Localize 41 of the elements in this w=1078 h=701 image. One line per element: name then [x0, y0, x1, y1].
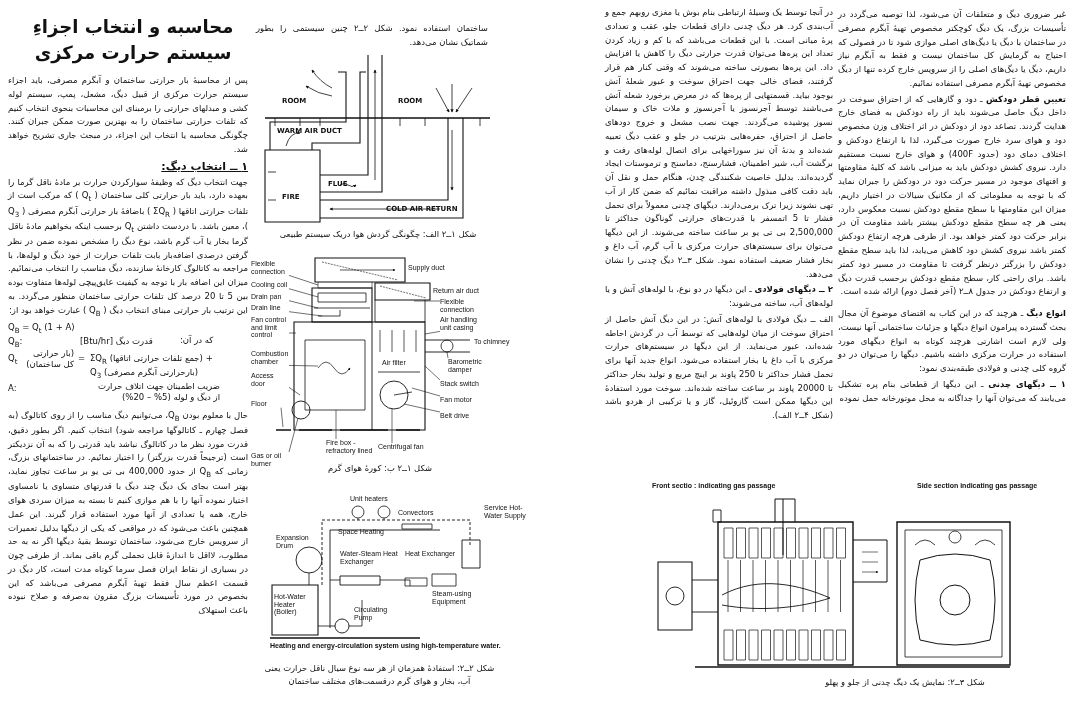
- leader-line: [288, 332, 297, 334]
- paragraph: تعیین قطر دودکش ـ دود و گازهایی که از احتراق سوخت در داخل دیگ حاصل می‌شوند باید از راه دودکش به فضای خارج هدایت گردند. تصاعد دود از دودکش در اثر اختلاف وزن مخصوص دود و هوای سرد خارج صورت می‌گیرد، لذا با ارتفاع دودکش و اختلاف دمای دود (حدود 400F) و هوای خارج نسبت مستقیم دارد. نیروی کشش دودکش باید به میزانی باشد که کلیهٔ مقاومتها و افتهای موجود در مسیر حرکت دود در دودکش را جبران نماید که با توجه به معلوماتی که از مکانیک سیالات در اختیار داریم، میزان این مقاومتها با سطح مقطع دودکش نسبت معکوس دارد، یعنی هر چه سطح مقطع دودکش بیشتر باشد مقاومت آن در برابر حرکت دود کمتر خواهد بود. از طرفی هرچه ارتفاع دودکش کمتر باشد نیروی کشش دود کاهش می‌یابد، لذا باید سطح مقطع دودکش را بزرگتر درنظر گرفت تا مقاومت در مسیر دود کمتر باشد. برای راحتی کار، سطح مقطع دودکش برحسب قدرت دیگ و ارتفاع دودکش در جدول ۸ــ۲ (آخر فصل دوم) ارائه شده است.: [838, 92, 1066, 299]
- section-heading: ۱ ــ انتخاب دیگ:: [160, 159, 248, 173]
- leader-line: [424, 365, 441, 381]
- figure-caption: شکل ۱ــ۲ ب: کورهٔ هوای گرم: [326, 462, 434, 475]
- leader-line: [288, 275, 319, 286]
- leader-line: [413, 300, 441, 302]
- leader-line: [403, 403, 441, 413]
- paragraph: ۱ ــ دیگهای چدنی ـ این دیگها از قطعاتی بنام پره تشکیل می‌یابند که می‌توان آنها را جداگانه به محل موتورخانه حمل نموده: [838, 377, 1066, 405]
- formula-text: Q$_{B}$:: [8, 335, 23, 349]
- leader-line: [335, 409, 337, 440]
- leader-line: [288, 288, 319, 298]
- paragraph: ۲ ــ دیگهای فولادی ـ این دیگها در دو نوع، با لوله‌های آتش و یا لوله‌های آب، ساخته می‌شوند:: [605, 283, 833, 311]
- formula-text: (بار حرارتی کل ساختمان): [25, 347, 74, 370]
- paragraph: الف ــ دیگ فولادی با لوله‌های آتش: در این دیگ آتش حاصل از احتراق سوخت از میان لوله‌هایی که توسط آب در گردش احاطه شده‌اند، عبور می‌نماید. از این دیگها در سیستم‌های حرارت مرکزی با آب داغ یا بخار استفاده می‌شود. انواع جدید آنها برای تحمل فشار حداکثر تا 250 پاوند بر اینچ مربع و تولید بخار حداکثر تا 20000 پاوند بر ساعت ساخته شده‌اند. سوخت مورد استفادهٔ این دیگها ممکن است گازوئیل، گاز و یا ترکیبی از هردو باشد (شکل ۴ــ۲ الف).: [605, 312, 833, 423]
- figure-caption: شکل ۳ــ۲: نمایش یک دیگ چدنی از جلو و پهلو: [824, 676, 986, 689]
- formula-text: Q$_{t}$: [8, 352, 18, 366]
- page-title: محاسبه و انتخاب اجزاءِ سیستم حرارت مرکزی: [31, 15, 235, 66]
- leader-line: [288, 387, 301, 396]
- leader-line: [288, 365, 319, 367]
- paragraph: انواع دیگ ـ هرچند که در این کتاب به اقتضای موضوع آن مجال بحث گسترده پیرامون انواع دیگها و جزئیات ساختمانی آنها نیست، ولی لازم است اشارتی هرچند کوتاه به انواع دیگهای مورد استفاده در حرارت مرکزی داشته باشیم. دیگها را می‌توان در دو گروه کلی چدنی و فولادی طبقه‌بندی نمود:: [838, 307, 1066, 376]
- leader-line: [288, 417, 299, 453]
- figure-caption: شکل ۱ــ۲ الف: چگونگی گردش هوا دریک سیستم طبیعی: [278, 228, 478, 241]
- leader-line: [280, 407, 284, 428]
- leader-line: [391, 408, 393, 444]
- leader-line: [411, 387, 441, 397]
- leader-line: [288, 300, 319, 309]
- paragraph: ساختمان استفاده نمود. شکل ۲ــ۲ چنین سیستمی را بطور شماتیک نشان می‌دهد.: [256, 22, 488, 49]
- leader-line: [288, 311, 323, 317]
- paragraph: در آنجا توسط یک وسیلهٔ ارتباطی بنام بوش یا مغزی روبهم جمع و آب‌بندی کرد. هر دیگ چدنی دارای قطعات جلو، عقب و تعدادی پرهٔ میانی است. با این قطعات می‌باشد که با کم و زیاد کردن تعداد این پره‌ها می‌توان قدرت حرارتی دیگ را کاهش یا افزایش داد. این پره‌ها بصورتی ساخته می‌شوند که وقتی کنار هم قرار گرفتند، فضای خالی جهت احتراق سوخت و عبور شعلهٔ آتش بوجود بیاید. قسمتهایی از پره‌ها که در معرض برخورد شعله آتش می‌باشند توسط آجرنسوز یا آجرنسوز و ملات خاک و سیمان نسوز پوشیده می‌گردند. جهت نصب مشعل و خروج دودهای حاصل از احتراق، حفره‌هایی بترتیب در جلو و عقب دیگ تعبیه شده‌اند و بدنهٔ آن نیز سوراخهایی برای اتصال لوله‌های رفت و برگشت آب، شیر اطمینان، فشارسنج، دماسنج و ترموستات ایجاد گردیده‌اند. بدلیل خاصیت شکنندگی چدن، هنگام حمل و نقل آن باید دقت کافی مبذول داشته مراقبت نمائیم که ضمن کار از آب تهی نشوند زیرا ترک برمی‌دارند. دیگهای چدنی معمولاً برای تحمل فشار تا 5 اتمسفر با قدرت‌های حرارتی گوناگون حداکثر تا 2,500,000 بی تی یو بر ساعت ساخته می‌شوند. از این دیگها می‌توان برای سیستم‌های حرارت مرکزی با آب گرم، آب داغ و بخار فشار ضعیف استفاده نمود. شکل ۳ــ۲ دیگ چدنی را نشان می‌دهد.: [605, 6, 833, 281]
- formula-text: Q$_{B}$ = Q$_{t}$ (1 + A): [8, 321, 75, 335]
- leader-line: [446, 351, 449, 359]
- formula-text: =: [78, 352, 86, 364]
- paragraph: غیر ضروری دیگ و متعلقات آن می‌شود، لذا توصیه می‌گردد در تأسیسات بزرگ، یک دیگ کوچکتر مخصوص تهیهٔ آبگرم مصرفی در ساختمان با دیگ یا دیگ‌های اصلی موازی شود تا در فصولی که احتیاج به گرمایش کل ساختمان نیست و فقط به آبگرم نیاز داریم، دیگ یا دیگ‌های اصلی را از سرویس خارج کرده تنها از دیگ مخصوص تهیهٔ آبگرم مصرفی استفاده نمائیم.: [838, 8, 1066, 90]
- formula-text: قدرت دیگ [Btu/hr]: [80, 335, 153, 347]
- paragraph: پس از محاسبهٔ بار حرارتی ساختمان و آبگرم مصرفی، باید اجزاء سیستم حرارت مرکزی از قبیل دیگ، مشعل، پمپ، سیستم لوله کشی و مبدلهای حرارتی را برمبنای این محاسبات بنحوی انتخاب کنیم که تلفات حرارتی ساختمان را به بهترین صورت ممکن جبران کنند. چگونگی محاسبه یا انتخاب این اجزاء، در مبحث جاری تشریح خواهد شد.: [8, 74, 248, 156]
- leader-line: [424, 331, 441, 335]
- formula-text: A:: [8, 382, 17, 394]
- formula-text: ضریب اطمینان جهت اتلاف حرارت از دیگ و لوله (5% – 20%): [97, 380, 220, 403]
- formula-text: که در آن:: [180, 334, 214, 346]
- figure-caption: شکل ۲ــ۲: استفادهٔ همزمان از هر سه نوع سیال ناقل حرارت یعنی آب، بخار و هوای گرم درقسمت‌های مختلف ساختمان: [263, 662, 496, 688]
